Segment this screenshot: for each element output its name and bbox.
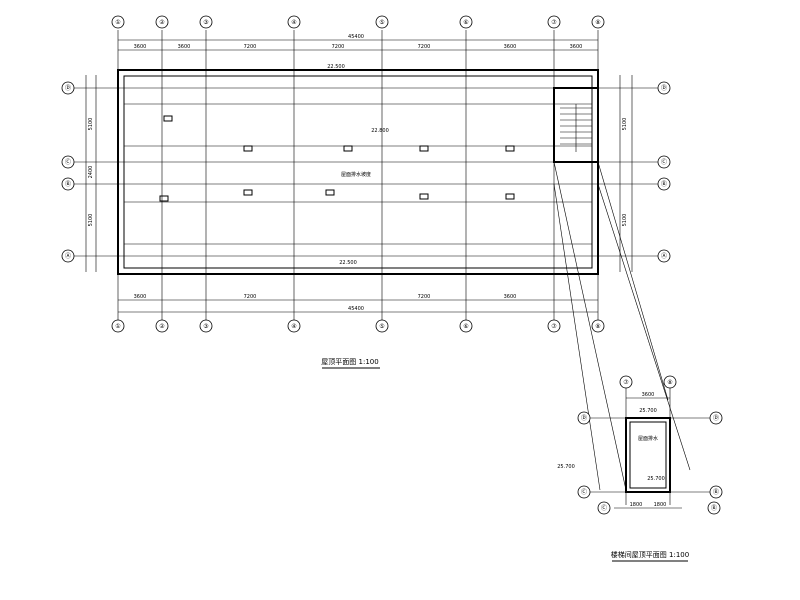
detail-elevation-1: 25.700 (639, 408, 657, 414)
roof-drain-7 (243, 189, 253, 196)
axis-label-left-C: Ⓒ (65, 158, 71, 166)
detail-axis-bubble-8 (663, 375, 677, 389)
axis-label-bottom-6: ⑥ (463, 323, 468, 330)
axis-label-top-1: ① (115, 19, 120, 26)
axis-bubbles-bottom: ① ② ③ ④ ⑤ ⑥ ⑦ ⑧ (111, 319, 605, 333)
detail-axis-bubble-B-right (709, 485, 723, 499)
bay-dimension-bottom-6: 3600 (504, 294, 517, 300)
axis-label-right-D: Ⓓ (661, 84, 667, 92)
axis-label-top-4: ④ (291, 19, 296, 26)
detail-axis-label-7: ⑦ (623, 379, 629, 386)
parapet-inner-line (123, 75, 593, 269)
axis-bubbles-right: Ⓓ Ⓒ Ⓑ Ⓐ (657, 81, 671, 263)
axis-label-bottom-5: ⑤ (379, 323, 384, 330)
detail-axis-label-B: Ⓒ (581, 488, 587, 496)
axis-label-top-7: ⑦ (551, 19, 557, 26)
axis-label-top-5: ⑤ (379, 19, 384, 26)
detail-sub-dimension-2: 1800 (654, 502, 667, 508)
detail-axis-label-C: Ⓒ (601, 504, 607, 512)
total-dimension-top: 45400 (348, 34, 364, 40)
axis-label-left-A: Ⓐ (65, 252, 71, 260)
total-dimension-bottom: 45400 (348, 306, 364, 312)
detail-elevation-3: 25.700 (557, 464, 575, 470)
roof-drain-1 (163, 115, 173, 122)
leader-line-2 (597, 183, 691, 471)
axis-label-bottom-4: ④ (291, 323, 296, 330)
axis-label-bottom-2: ② (159, 323, 165, 330)
bay-dimension-bottom-3: 7200 (244, 294, 257, 300)
axis-label-top-8: ⑧ (595, 19, 600, 26)
axis-label-left-D: Ⓓ (65, 84, 71, 92)
detail-sub-dimension-1: 1800 (630, 502, 643, 508)
detail-dimension: 3600 (642, 392, 655, 398)
detail-axis-label-8: ⑧ (667, 379, 672, 386)
bay-dimension-5: 7200 (418, 44, 431, 50)
stair-roof-detail: 3600 1800 1800 25.700 屋面排水 25.700 25.700… (557, 375, 723, 562)
roof-drain-4 (419, 145, 429, 152)
axis-label-top-6: ⑥ (463, 19, 468, 26)
roof-drain-5 (505, 145, 515, 152)
axis-label-bottom-1: ① (115, 323, 120, 330)
bay-dimension-2: 3600 (178, 44, 191, 50)
detail-stair-roof-outline (625, 417, 671, 493)
detail-axis-bubble-7 (619, 375, 633, 389)
stair-treads (560, 104, 592, 152)
axis-label-right-A: Ⓐ (661, 252, 667, 260)
detail-axis-label-D-right: Ⓓ (713, 414, 719, 422)
detail-axis-bubble-C-right (707, 501, 721, 515)
elevation-label-2: 22.500 (339, 260, 357, 266)
bay-dimension-bottom-5: 7200 (418, 294, 431, 300)
elevation-label-3: 22.800 (371, 128, 389, 134)
axis-label-top-3: ③ (203, 19, 208, 26)
side-dimension-right-3: 5100 (622, 214, 628, 227)
roof-drain-8 (325, 189, 335, 196)
axis-label-right-B: Ⓑ (661, 180, 667, 188)
stair-enclosure (553, 87, 599, 163)
side-dimension-2: 2400 (88, 166, 94, 179)
detail-axis-bubble-B (577, 485, 591, 499)
axis-label-right-C: Ⓒ (661, 158, 667, 166)
detail-axis-bubble-D-right (709, 411, 723, 425)
axis-label-bottom-3: ③ (203, 323, 208, 330)
detail-axis-label-C-right: Ⓑ (711, 504, 717, 512)
bay-dimension-bottom-1: 3600 (134, 294, 147, 300)
leader-line-1 (597, 161, 669, 401)
axis-label-top-2: ② (159, 19, 165, 26)
roof-drain-2 (243, 145, 253, 152)
detail-axis-label-B-right: Ⓑ (713, 488, 719, 496)
elevation-label-1: 22.500 (327, 64, 345, 70)
axis-label-left-B: Ⓑ (65, 180, 71, 188)
bay-dimension-7: 3600 (570, 44, 583, 50)
detail-axis-bubble-D (577, 411, 591, 425)
detail-axis-bubble-C (597, 501, 611, 515)
roof-drain-9 (419, 193, 429, 200)
detail-parapet (629, 421, 667, 489)
axis-bubbles-left: Ⓓ Ⓒ Ⓑ Ⓐ (61, 81, 75, 263)
axis-label-bottom-7: ⑦ (551, 323, 557, 330)
roof-drain-6 (159, 195, 169, 202)
roof-drain-3 (343, 145, 353, 152)
leader-line-4 (553, 183, 601, 491)
bay-dimension-6: 3600 (504, 44, 517, 50)
detail-axis-label-D: Ⓓ (581, 414, 587, 422)
roof-drain-10 (505, 193, 515, 200)
roof-slope-note: 屋面排水坡度 (341, 171, 371, 178)
axis-bubbles-top: ① ② ③ ④ ⑤ ⑥ ⑦ ⑧ (111, 15, 605, 29)
main-roof-plan: 45400 3600 3600 7200 7200 7200 3600 3600… (61, 15, 691, 491)
detail-plan-title: 楼梯间屋顶平面图 1:100 (611, 550, 689, 559)
bay-dimension-4: 7200 (332, 44, 345, 50)
bay-dimension-3: 7200 (244, 44, 257, 50)
bay-dimension-1: 3600 (134, 44, 147, 50)
leader-line-3 (553, 161, 627, 491)
axis-label-bottom-8: ⑧ (595, 323, 600, 330)
side-dimension-right-1: 5100 (622, 118, 628, 131)
main-plan-title: 屋顶平面图 1:100 (321, 358, 378, 366)
detail-note: 屋面排水 (638, 435, 658, 442)
side-dimension-3: 5100 (88, 214, 94, 227)
side-dimension-1: 5100 (88, 118, 94, 131)
detail-elevation-2: 25.700 (647, 476, 665, 482)
